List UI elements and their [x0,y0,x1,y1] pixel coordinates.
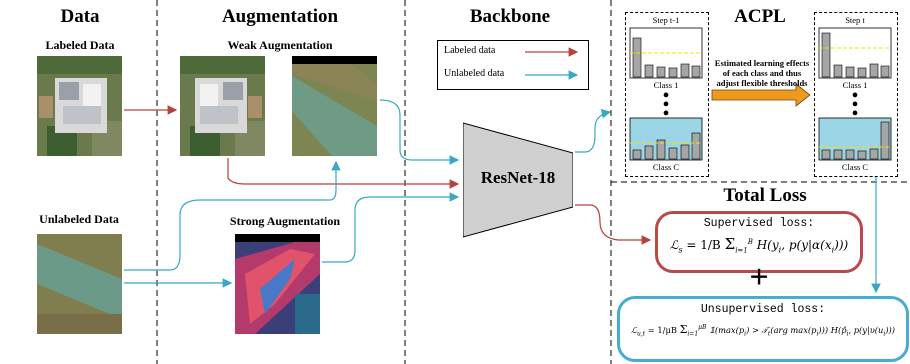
backbone-label: ResNet-18 [480,168,556,187]
acpl-description-line2: of each class and thus [722,68,802,78]
acpl-step-cur-label: Step t [845,15,865,25]
acpl-cur-class1-label: Class 1 [842,80,868,90]
acpl-prev-class1-label: Class 1 [653,80,679,90]
supervised-loss-title: Supervised loss: [703,217,815,230]
section-title-acpl: ACPL [734,6,786,27]
acpl-description-line3: adjust flexible thresholds [716,78,808,88]
section-title-augmentation: Augmentation [221,6,339,27]
weak-aug-image-labeled [180,56,265,156]
labeled-image [37,56,122,156]
legend: Labeled data Unlabeled data [437,40,589,90]
section-title-backbone: Backbone [469,6,551,27]
acpl-description: Estimated learning effects of each class… [710,58,814,88]
unsupervised-loss-box: Unsupervised loss: ℒu,t = 1/μB Σi=1μB 𝟙(… [617,296,909,362]
acpl-description-line1: Estimated learning effects [714,58,810,68]
weak-augmentation-label: Weak Augmentation [227,38,333,52]
strong-aug-image [235,234,320,334]
supervised-loss-box: Supervised loss: ℒs = 1/B Σi=1B H(yi, p(… [655,211,863,273]
backbone-shape [463,122,573,238]
acpl-cur-classc-label: Class C [841,162,869,172]
labeled-data-label: Labeled Data [45,38,115,52]
supervised-loss-formula: ℒs = 1/B Σi=1B H(yi, p(y|α(xi))) [669,235,849,255]
acpl-cur-ellipsis: ••• [851,85,859,125]
weak-aug-image-unlabeled [292,56,377,156]
section-title-data: Data [60,6,100,27]
legend-unlabeled-text: Unlabeled data [444,68,505,79]
acpl-prev-classc-label: Class C [652,162,680,172]
acpl-prev-ellipsis: ••• [662,85,670,125]
legend-labeled-text: Labeled data [444,45,496,56]
section-title-total-loss: Total Loss [723,185,807,206]
unsupervised-loss-title: Unsupervised loss: [700,303,826,316]
unlabeled-image [37,234,122,334]
unlabeled-data-label: Unlabeled Data [39,212,119,226]
acpl-step-prev-label: Step t-1 [652,15,680,25]
strong-augmentation-label: Strong Augmentation [229,214,341,228]
unsupervised-loss-formula: ℒu,t = 1/μB Σi=1μB 𝟙(max(pi) > 𝒯t(arg ma… [630,323,896,338]
plus-sign: + [749,259,769,296]
